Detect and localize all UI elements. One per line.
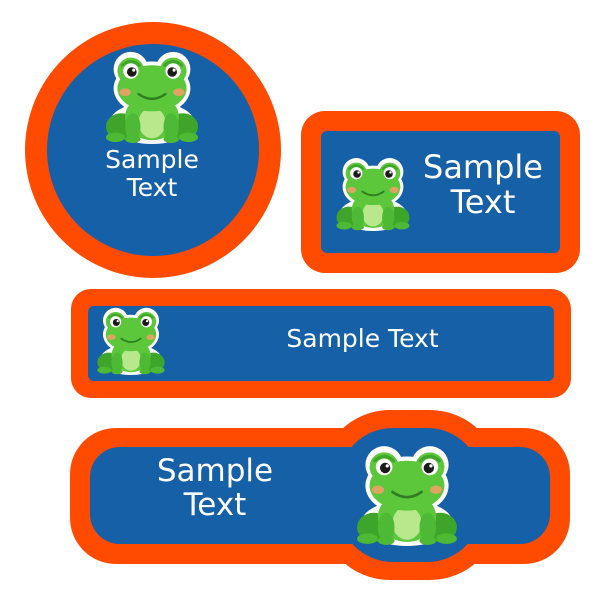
frog-icon [94, 305, 168, 375]
rect-label-text: Sample Text [410, 148, 556, 222]
circle-label-line1: Sample [105, 145, 199, 174]
circle-label-line2: Text [126, 172, 178, 202]
tab-label-line2: Text [183, 487, 247, 524]
rect-label-line1: Sample [423, 148, 543, 186]
rect-label-line2: Text [450, 183, 516, 222]
circle-label-text: Sample Text [52, 146, 252, 201]
wide-label-fill [88, 306, 554, 381]
wide-label-text: Sample Text [250, 325, 475, 353]
wide-label-line1: Sample Text [286, 324, 439, 353]
tab-label-text: Sample Text [130, 454, 300, 522]
frog-icon [103, 48, 201, 144]
tab-label-line1: Sample [156, 453, 274, 489]
frog-icon [354, 442, 460, 546]
frog-icon [333, 155, 413, 231]
